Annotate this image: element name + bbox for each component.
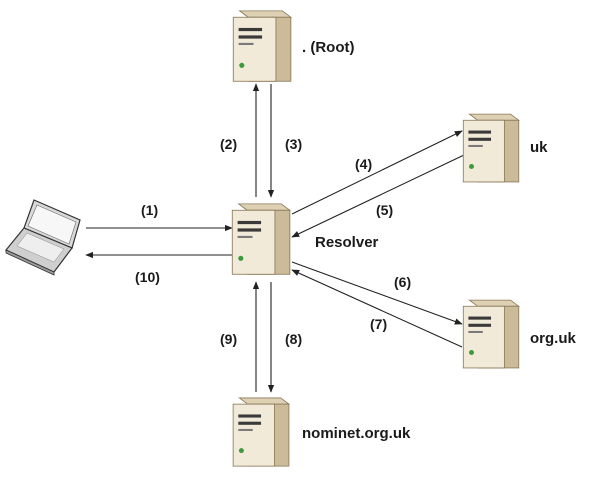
org-uk-label: org.uk [530,330,576,347]
edge-step-6 [291,261,463,325]
nominet-label: nominet.org.uk [302,425,411,442]
resolver-label: Resolver [315,234,379,251]
step-label-4: (4) [355,156,372,172]
root-label: . (Root) [302,39,354,56]
step-label-10: (10) [135,269,160,285]
step-label-9: (9) [220,331,237,347]
edges [85,83,465,393]
edge-step-7 [291,269,463,348]
step-label-5: (5) [376,202,393,218]
step-label-2: (2) [220,136,237,152]
root-server-icon [232,10,292,82]
uk-server-icon [462,113,520,183]
step-label-1: (1) [141,202,158,218]
step-label-3: (3) [285,136,302,152]
resolver-server-icon [231,203,291,275]
step-label-7: (7) [370,316,387,332]
org-uk-server-icon [462,299,520,369]
step-label-8: (8) [285,331,302,347]
edge-step-5 [291,154,465,238]
step-label-6: (6) [394,274,411,290]
uk-label: uk [530,139,548,156]
laptop-icon [5,199,81,276]
nominet-server-icon [232,397,290,467]
edge-step-4 [291,130,463,215]
